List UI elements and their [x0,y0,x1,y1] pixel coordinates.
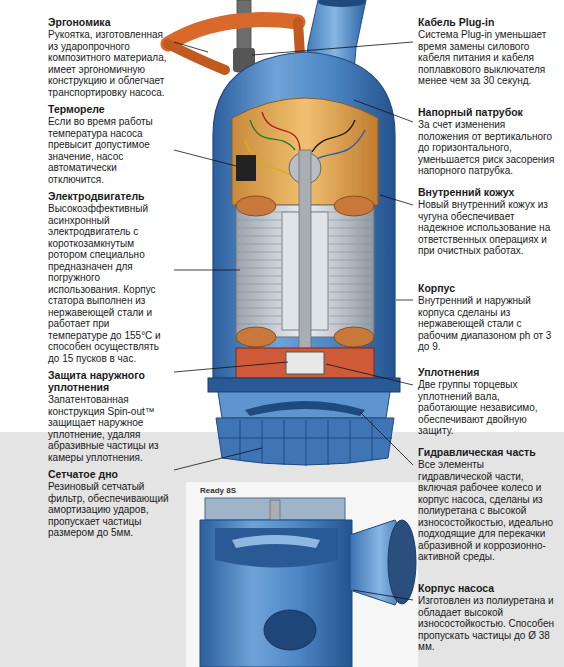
seal-chamber [236,348,374,378]
callout-group: Напорный патрубокЗа счет изменения полож… [418,106,558,177]
callout-group: ЭлектродвигательВысокоэффективный асинхр… [48,190,170,364]
strainer-grid [218,420,392,466]
callout-group: Ready 8S [200,486,280,495]
callout-group: Гидравлическая частьВсе элементы гидравл… [418,446,558,563]
callout-group: Внутренний кожухНовый внутренний кожух и… [418,186,558,257]
callout-heading: Корпус [418,282,558,294]
hydraulic-part [218,392,390,418]
callout-group: ЭргономикаРукоятка, изготовленная из уда… [48,16,170,98]
mechanical-seal [286,352,324,374]
callout-text: Система Plug-in уменьшает время замены с… [418,29,558,87]
handle [168,20,298,44]
callout-text: Высокоэффективный асинхронный электродви… [48,203,170,364]
callout-group: ТерморелеЕсли во время работы температур… [48,103,170,185]
callout-group: КорпусВнутренний и наружный корпуса сдел… [418,282,558,353]
callout-text: Изготовлен из полиуретана и обладает выс… [418,595,558,653]
callout-heading: Термореле [48,103,170,115]
callout-heading: Сетчатое дно [48,468,170,480]
callout-text: Новый внутренний кожух из чугуна обеспеч… [418,199,558,257]
callout-heading: Кабель Plug-in [418,16,558,28]
strainer [216,418,394,465]
callout-heading: Эргономика [48,16,170,28]
callout-group: Корпус насосаИзготовлен из полиуретана и… [418,582,558,653]
callout-heading: Электродвигатель [48,190,170,202]
handle-arm [298,22,300,55]
callout-group: Защита наружного уплотненияЗапатентованн… [48,369,170,463]
pipe-opening [318,0,366,7]
callout-text: Если во время работы температура насоса … [48,116,170,185]
callout-group: Кабель Plug-inСистема Plug-in уменьшает … [418,16,558,87]
callout-heading: Гидравлическая часть [418,446,558,458]
callout-text: Запатентованная конструкция Spin-out™ за… [48,394,170,463]
model-label: Ready 8S [200,486,280,495]
callout-text: Две группы торцевых уплотнений вала, раб… [418,379,558,437]
windings [236,196,374,347]
callout-text: Рукоятка, изготовленная из ударопрочного… [48,29,170,98]
callout-heading: Корпус насоса [418,582,558,594]
thermal-relay [236,155,256,181]
callout-text: За счет изменения положения от вертикаль… [418,119,558,177]
inset-impeller-chamber [215,528,338,568]
callout-text: Резиновый сетчатый фильтр, обеспечивающи… [48,481,170,539]
leader-lines [174,42,413,600]
callout-heading: Внутренний кожух [418,186,558,198]
inset-inlet [264,610,316,650]
callout-text: Все элементы гидравлической части, включ… [418,459,558,563]
background-band [0,432,564,667]
inset-panel [186,482,418,667]
callout-heading: Защита наружного уплотнения [48,369,170,393]
flange [208,378,400,392]
callout-heading: Напорный патрубок [418,106,558,118]
inset-casing [200,520,352,667]
callout-heading: Уплотнения [418,366,558,378]
callout-group: Сетчатое дноРезиновый сетчатый фильтр, о… [48,468,170,539]
inset-impeller [232,535,320,548]
inset-outlet-opening [388,520,416,604]
impeller [245,401,365,416]
callout-text: Внутренний и наружный корпуса сделаны из… [418,295,558,353]
callout-group: УплотненияДве группы торцевых уплотнений… [418,366,558,437]
handle-arm [168,44,225,70]
